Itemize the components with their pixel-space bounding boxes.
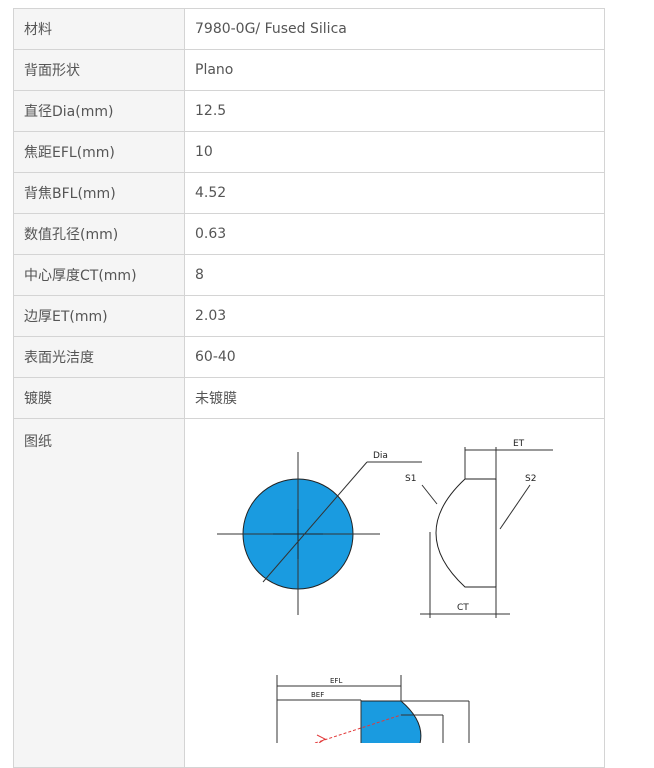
lens-side-profile xyxy=(435,478,497,588)
spec-label: 中心厚度CT(mm) xyxy=(13,254,185,296)
spec-row-surface-quality: 表面光洁度 60-40 xyxy=(13,336,605,378)
spec-value: 60-40 xyxy=(184,336,605,378)
front-view: Dia xyxy=(217,451,422,615)
ct-label: CT xyxy=(457,603,469,613)
spec-value: 7980-0G/ Fused Silica xyxy=(184,8,605,50)
lens-drawing: Dia CT ET S1 xyxy=(217,439,553,743)
spec-label: 背焦BFL(mm) xyxy=(13,172,185,214)
spec-row-bfl: 背焦BFL(mm) 4.52 xyxy=(13,172,605,214)
efl-label: EFL xyxy=(330,677,342,685)
spec-value: 0.63 xyxy=(184,213,605,255)
s1-leader xyxy=(421,484,438,505)
spec-label: 图纸 xyxy=(13,418,185,768)
spec-value: 12.5 xyxy=(184,90,605,132)
spec-value: 10 xyxy=(184,131,605,173)
spec-value: 2.03 xyxy=(184,295,605,337)
spec-label: 镀膜 xyxy=(13,377,185,419)
spec-label: 直径Dia(mm) xyxy=(13,90,185,132)
spec-row-efl: 焦距EFL(mm) 10 xyxy=(13,131,605,173)
spec-row-drawing: 图纸 Dia xyxy=(13,418,605,768)
spec-row-na: 数值孔径(mm) 0.63 xyxy=(13,213,605,255)
focal-view: EFL BEF xyxy=(276,675,470,743)
spec-row-ct: 中心厚度CT(mm) 8 xyxy=(13,254,605,296)
spec-row-coating: 镀膜 未镀膜 xyxy=(13,377,605,419)
lens-focal-profile xyxy=(360,700,422,743)
dia-leader xyxy=(262,461,368,583)
s2-leader xyxy=(499,484,531,530)
bef-label: BEF xyxy=(311,691,324,699)
et-label: ET xyxy=(513,439,525,449)
spec-value: 8 xyxy=(184,254,605,296)
spec-label: 背面形状 xyxy=(13,49,185,91)
s2-label: S2 xyxy=(525,474,536,484)
spec-label: 材料 xyxy=(13,8,185,50)
s1-label: S1 xyxy=(405,474,416,484)
side-view: CT ET S1 S2 xyxy=(405,439,553,618)
spec-row-material: 材料 7980-0G/ Fused Silica xyxy=(13,8,605,50)
spec-label: 表面光洁度 xyxy=(13,336,185,378)
spec-value: 未镀膜 xyxy=(184,377,605,419)
spec-row-et: 边厚ET(mm) 2.03 xyxy=(13,295,605,337)
spec-label: 数值孔径(mm) xyxy=(13,213,185,255)
ray-arrow xyxy=(316,734,326,743)
spec-label: 边厚ET(mm) xyxy=(13,295,185,337)
spec-label: 焦距EFL(mm) xyxy=(13,131,185,173)
drawing-cell: Dia CT ET S1 xyxy=(184,418,605,768)
spec-value: Plano xyxy=(184,49,605,91)
ray-line xyxy=(314,714,402,743)
spec-row-diameter: 直径Dia(mm) 12.5 xyxy=(13,90,605,132)
dia-label: Dia xyxy=(373,451,388,461)
spec-value: 4.52 xyxy=(184,172,605,214)
spec-table: 材料 7980-0G/ Fused Silica 背面形状 Plano 直径Di… xyxy=(13,8,605,768)
spec-row-back-shape: 背面形状 Plano xyxy=(13,49,605,91)
